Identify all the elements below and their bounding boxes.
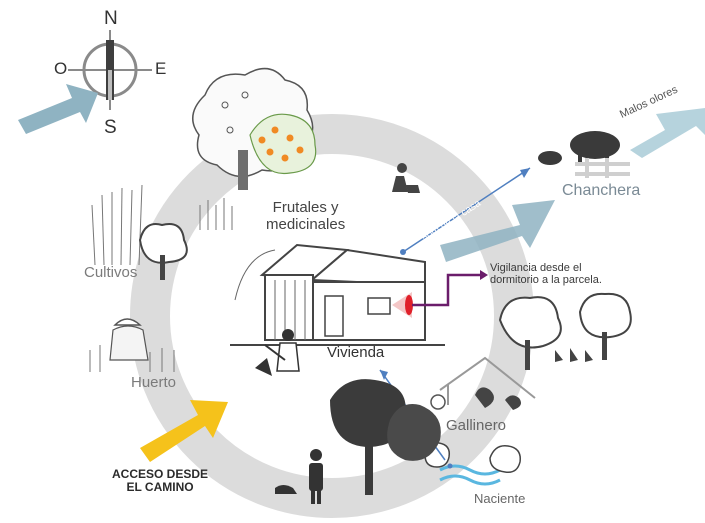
compass-icon	[68, 30, 152, 110]
label-spring: Naciente	[474, 491, 526, 506]
winds-arrow	[18, 84, 98, 134]
henhouse-icon	[430, 356, 536, 410]
label-pigsty: Chanchera	[562, 182, 641, 199]
person-sweeping-icon	[255, 329, 300, 376]
label-house: Vivienda	[327, 344, 385, 361]
compass-north: N	[104, 8, 118, 29]
dark-tree-icon	[330, 379, 441, 495]
label-henhouse: Gallinero	[446, 417, 507, 434]
crops-icon	[91, 184, 188, 280]
person-dog-icon	[392, 163, 420, 193]
compass-west: O	[54, 59, 68, 78]
label-fruit: Frutales y medicinales	[266, 199, 346, 233]
label-garden: Huerto	[131, 374, 177, 391]
surveillance-label: Vigilancia desde el dormitorio a la parc…	[490, 262, 602, 287]
gardener-icon	[89, 318, 175, 372]
fruit-tree-icon	[192, 67, 317, 230]
bad-smells-arrow	[630, 108, 705, 158]
compass-south: S	[104, 117, 117, 138]
compass-east: E	[155, 59, 167, 78]
house-icon	[230, 243, 445, 346]
person-dog-bottom-icon	[275, 449, 323, 504]
access-arrow	[140, 400, 228, 462]
access-label: ACCESO DESDE EL CAMINO	[112, 467, 209, 495]
pig-icon	[538, 131, 630, 178]
distance-line	[402, 167, 531, 253]
eye-icon	[392, 292, 413, 318]
label-crops: Cultivos	[84, 264, 138, 281]
pigsty-arrow	[440, 200, 555, 262]
tree-icon	[498, 292, 632, 370]
surveillance-line	[412, 273, 480, 307]
